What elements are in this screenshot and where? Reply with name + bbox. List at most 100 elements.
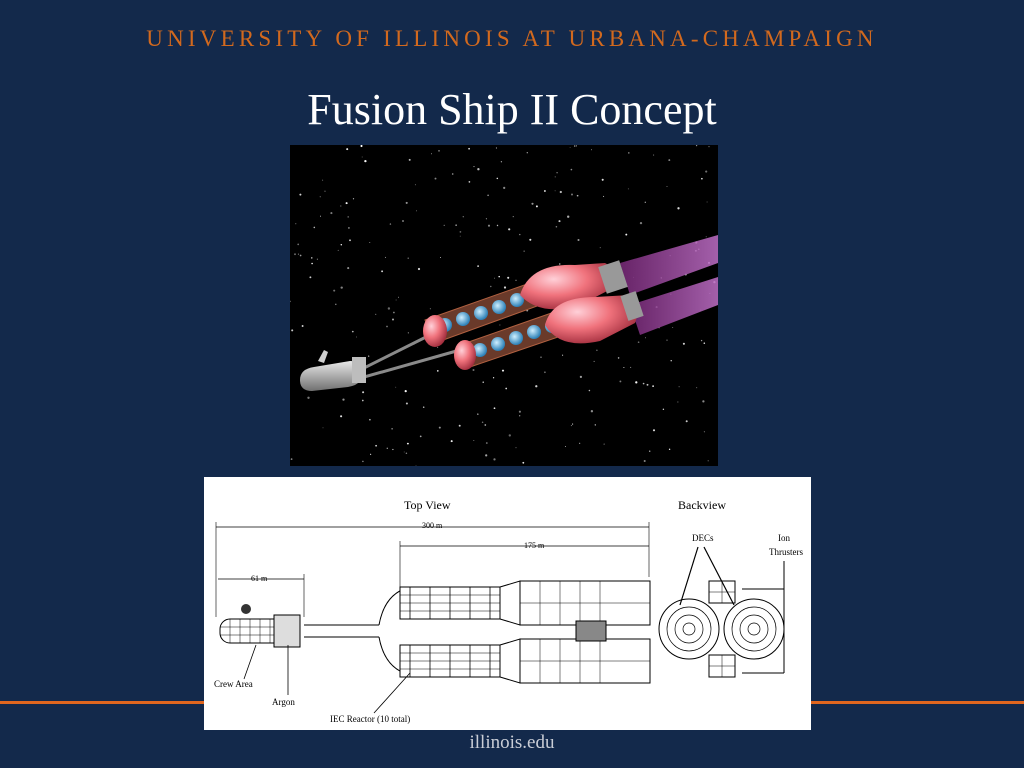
reactor-cap-lower [454, 340, 476, 370]
star [567, 215, 570, 218]
spacecraft-render-image [289, 144, 718, 466]
star [603, 443, 605, 445]
star [440, 256, 441, 258]
star [301, 325, 304, 327]
slide-title: Fusion Ship II Concept [307, 85, 717, 134]
star [311, 257, 313, 259]
crew-module-ring [352, 357, 366, 383]
star [570, 425, 572, 427]
star [562, 354, 564, 356]
star [340, 243, 343, 246]
label-ion-line-2: Thrusters [769, 547, 803, 557]
star [594, 424, 596, 426]
institution-header: UNIVERSITY OF ILLINOIS AT URBANA-CHAMPAI… [146, 26, 878, 51]
star [337, 249, 339, 251]
schematic-svg: Top View Backview 300 m 175 m 61 m [204, 477, 811, 730]
star [345, 202, 348, 205]
star [701, 177, 703, 180]
star [485, 218, 487, 220]
star [375, 444, 377, 447]
star [652, 429, 656, 432]
star [554, 190, 556, 192]
star [531, 202, 534, 205]
star [512, 216, 514, 218]
star [571, 193, 573, 196]
star [436, 370, 439, 372]
star [662, 408, 665, 411]
star [290, 458, 293, 460]
star [706, 201, 708, 203]
star [364, 159, 367, 163]
iec-reactor-bank-upper [399, 586, 501, 620]
star [668, 159, 671, 162]
star [522, 461, 525, 464]
star [705, 170, 708, 173]
star [462, 215, 465, 218]
dec-cylinder-lower [545, 295, 638, 344]
star [451, 173, 454, 175]
star [579, 375, 583, 379]
star [485, 442, 488, 444]
star [617, 357, 620, 359]
star [361, 399, 364, 402]
star [384, 256, 387, 258]
star [395, 386, 397, 388]
back-view-schematic [658, 580, 785, 678]
star [370, 453, 372, 455]
star [473, 439, 475, 442]
star [319, 196, 321, 198]
star [346, 148, 349, 151]
iec-reactor-bank-lower [399, 644, 501, 678]
star [342, 398, 345, 401]
star [487, 194, 489, 197]
star [543, 190, 546, 192]
star [477, 168, 480, 171]
star [508, 228, 511, 231]
star [391, 428, 393, 430]
star [487, 224, 491, 227]
crew-module-schematic [219, 604, 301, 648]
star [668, 448, 671, 451]
star [311, 262, 313, 265]
star [299, 254, 302, 257]
label-decs: DECs [692, 533, 714, 543]
star [493, 458, 496, 461]
label-crew-area: Crew Area [214, 679, 253, 689]
star [666, 339, 668, 341]
star [572, 423, 574, 425]
star [648, 450, 651, 452]
star [392, 448, 394, 451]
star [297, 243, 300, 246]
star [627, 188, 629, 190]
star [398, 296, 399, 298]
star [490, 285, 492, 288]
star [518, 410, 521, 413]
label-iec-reactor: IEC Reactor (10 total) [330, 714, 410, 724]
star [540, 356, 542, 358]
label-ion-line-1: Ion [778, 533, 790, 543]
star [473, 166, 475, 168]
star [677, 207, 680, 210]
dimension-rear: 175 m [524, 541, 545, 550]
star [569, 147, 571, 148]
star [523, 250, 525, 252]
star [575, 145, 577, 147]
star [637, 341, 640, 344]
star [361, 156, 363, 158]
star [507, 276, 510, 279]
star [590, 410, 594, 413]
star [477, 413, 479, 415]
star [438, 426, 441, 429]
star [362, 391, 365, 394]
star [544, 371, 546, 374]
star [407, 257, 409, 259]
star [387, 307, 391, 310]
star [508, 434, 511, 437]
star [642, 382, 645, 385]
star [319, 215, 322, 217]
star [591, 149, 592, 151]
star [526, 152, 528, 154]
star [493, 407, 496, 410]
star [625, 233, 628, 236]
star [416, 210, 417, 212]
